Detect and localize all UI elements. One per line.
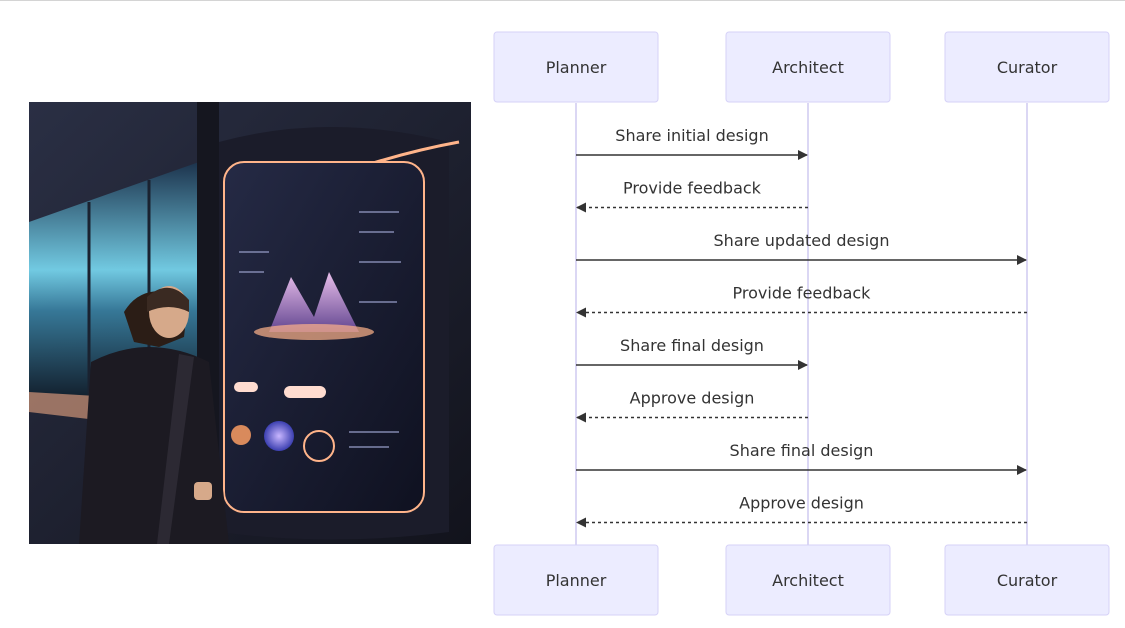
message-label: Share updated design [714,231,890,250]
participant-label-top: Curator [997,58,1058,77]
message-label: Share initial design [615,126,768,145]
top-divider [0,0,1125,1]
message-label: Share final design [730,441,874,460]
message-label: Approve design [739,494,864,513]
participant-box-top-architect [725,31,891,103]
participant-label-bottom: Architect [772,571,844,590]
participant-box-top-planner [493,31,659,103]
message-label: Share final design [620,336,764,355]
futuristic-display-illustration [29,102,471,544]
participant-box-top-curator [944,31,1110,103]
participant-label-bottom: Curator [997,571,1058,590]
participant-box-bottom-curator [944,544,1110,616]
participant-box-bottom-architect [725,544,891,616]
participant-box-bottom-planner [493,544,659,616]
message-label: Provide feedback [733,284,872,303]
message-label: Approve design [630,389,755,408]
message-label: Provide feedback [623,179,762,198]
participant-label-bottom: Planner [546,571,607,590]
participant-label-top: Planner [546,58,607,77]
participant-label-top: Architect [772,58,844,77]
